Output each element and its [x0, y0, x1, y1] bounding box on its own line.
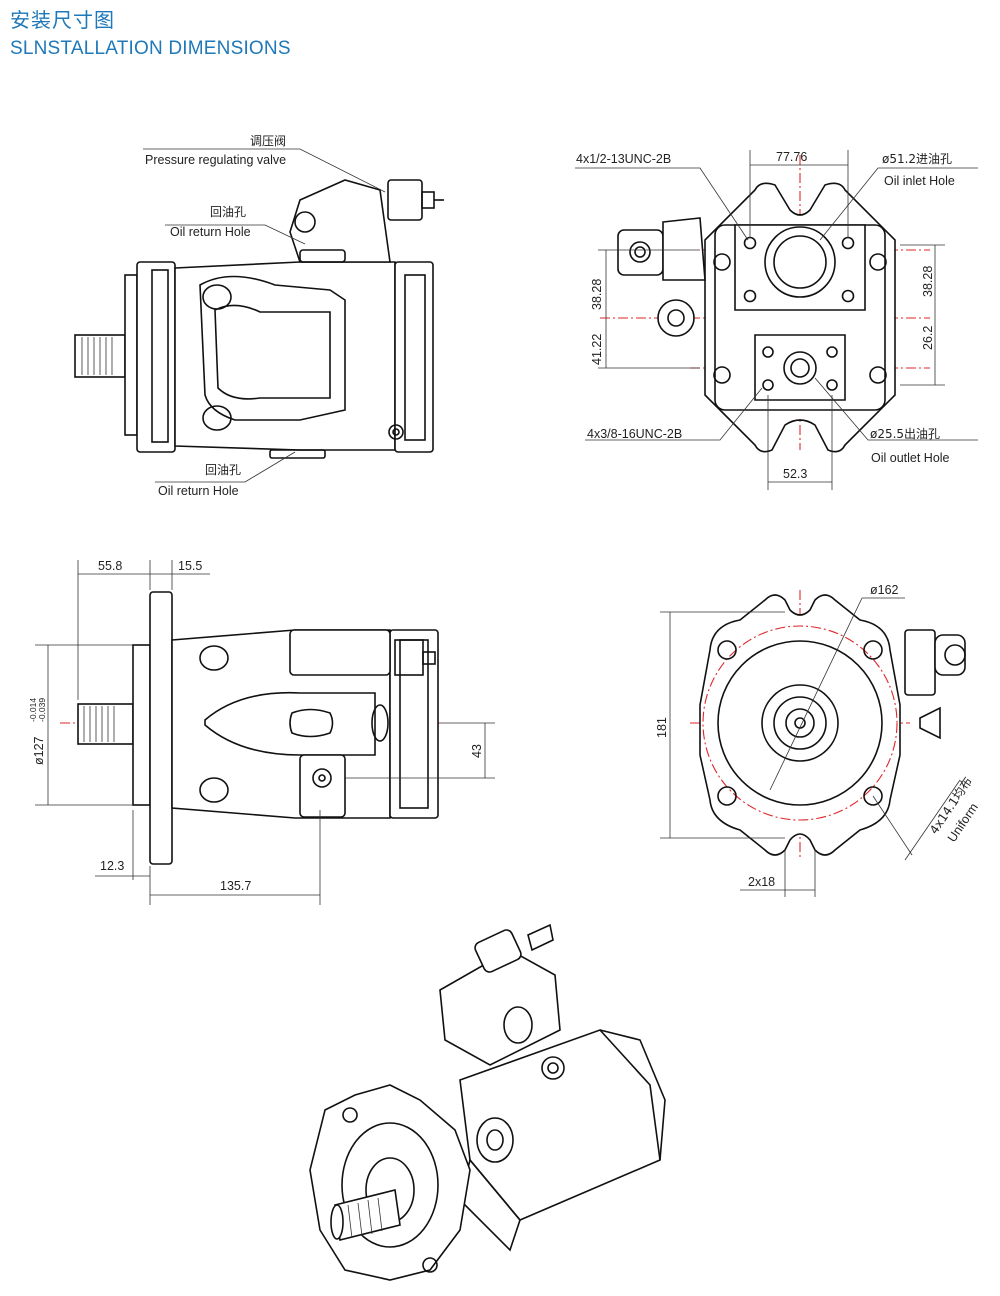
dim-26-2: 26.2	[921, 326, 935, 350]
side-valve-block	[289, 179, 391, 263]
dim-12-3: 12.3	[100, 859, 124, 873]
top-flange	[149, 591, 173, 865]
valve-label-cn: 调压阀	[250, 134, 286, 148]
top-pilot	[132, 644, 151, 806]
front-valve	[904, 629, 936, 696]
dim-181: 181	[655, 717, 669, 738]
dim-43: 43	[470, 744, 484, 758]
return-top-en: Oil return Hole	[170, 225, 251, 239]
dim-135-7: 135.7	[220, 879, 251, 893]
front-bolt-circle	[702, 625, 898, 821]
dim-77-76: 77.76	[776, 150, 807, 164]
port-body	[704, 182, 896, 453]
valve-label-en: Pressure regulating valve	[145, 153, 286, 167]
dim-52-3: 52.3	[783, 467, 807, 481]
port-inlet-flange	[734, 224, 866, 311]
side-rear-cover	[394, 261, 434, 453]
side-housing	[174, 261, 396, 451]
isometric-view	[309, 923, 666, 1281]
return-top-cn: 回油孔	[210, 205, 246, 219]
label-inlet-bolts: 4x1/2-13UNC-2B	[576, 152, 671, 166]
dim-2x18: 2x18	[748, 875, 775, 889]
label-inlet-cn: ø51.2进油孔	[882, 152, 952, 166]
dim-127-tol-upper: -0.014	[28, 698, 38, 722]
dim-127-tol-lower: -0.039	[37, 698, 47, 722]
label-outlet-cn: ø25.5出油孔	[870, 427, 940, 441]
front-flange	[699, 594, 901, 856]
dim-127: ø127	[32, 736, 46, 765]
dim-55-8: 55.8	[98, 559, 122, 573]
title-english: SLNSTALLATION DIMENSIONS	[10, 38, 291, 59]
port-side-boss	[657, 299, 695, 337]
dim-38-28-left: 38.28	[590, 279, 604, 310]
side-view: 调压阀 Pressure regulating valve 回油孔 Oil re…	[74, 134, 444, 498]
return-bottom-cn: 回油孔	[205, 463, 241, 477]
top-view: 55.8 15.5 ø127 -0.014 -0.039 43 12.3 135…	[28, 559, 495, 905]
side-flange	[136, 261, 176, 453]
port-valve-plug	[617, 229, 664, 276]
top-rear-cover	[389, 629, 439, 819]
front-view: ø162 181 4x14.1均布 Uniform 2x18	[655, 583, 981, 897]
label-outlet-bolts: 4x3/8-16UNC-2B	[587, 427, 682, 441]
dim-15-5: 15.5	[178, 559, 202, 573]
return-bottom-en: Oil return Hole	[158, 484, 239, 498]
dim-162: ø162	[870, 583, 899, 597]
label-outlet-en: Oil outlet Hole	[871, 451, 950, 465]
title-chinese: 安装尺寸图	[10, 8, 115, 32]
side-pilot	[124, 274, 138, 436]
dim-38-28-right: 38.28	[921, 266, 935, 297]
port-outlet-flange	[754, 334, 846, 401]
dim-41-22: 41.22	[590, 334, 604, 365]
port-inlet-hole	[764, 226, 836, 298]
port-view: 77.76 4x1/2-13UNC-2B ø51.2进油孔 Oil inlet …	[575, 150, 978, 490]
iso-flange	[309, 1084, 471, 1281]
side-valve-cartridge	[387, 179, 423, 221]
port-outlet-hole	[783, 351, 817, 385]
top-valve	[289, 629, 391, 676]
top-shaft	[77, 703, 134, 745]
label-inlet-en: Oil inlet Hole	[884, 174, 955, 188]
